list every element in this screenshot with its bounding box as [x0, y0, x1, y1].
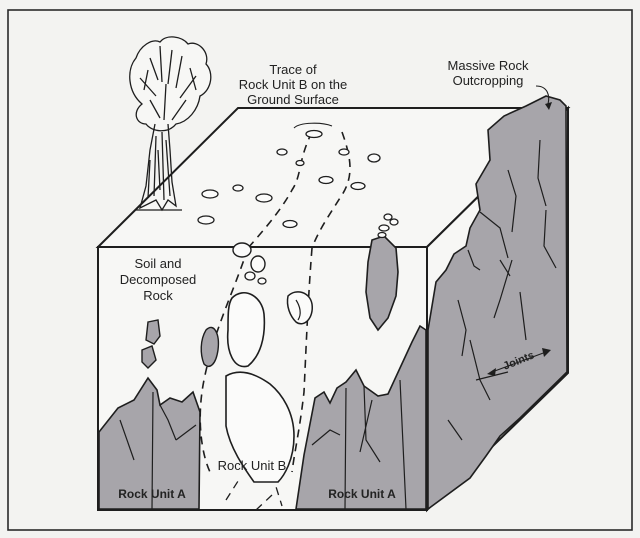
label-rock-unit-a-left: Rock Unit A	[106, 487, 198, 502]
trace-line-2: Rock Unit B on the	[226, 77, 360, 92]
cobble-2	[251, 256, 265, 272]
massive-line-2: Outcropping	[430, 73, 546, 88]
soil-line-2: Decomposed	[110, 272, 206, 288]
cobble-4	[258, 278, 266, 284]
label-massive-rock: Massive Rock Outcropping	[430, 58, 546, 88]
soil-line-3: Rock	[110, 288, 206, 304]
massive-line-1: Massive Rock	[430, 58, 546, 73]
label-soil: Soil and Decomposed Rock	[110, 256, 206, 304]
soil-line-1: Soil and	[110, 256, 206, 272]
trace-line-3: Ground Surface	[226, 92, 360, 107]
label-rock-unit-a-right: Rock Unit A	[316, 487, 408, 502]
label-trace-rock-b: Trace of Rock Unit B on the Ground Surfa…	[226, 62, 360, 107]
rock-b-small-shaded	[201, 327, 218, 366]
cobble-1	[233, 243, 251, 257]
cobble-3	[245, 272, 255, 280]
label-rock-unit-b: Rock Unit B	[204, 458, 300, 473]
trace-line-1: Trace of	[226, 62, 360, 77]
